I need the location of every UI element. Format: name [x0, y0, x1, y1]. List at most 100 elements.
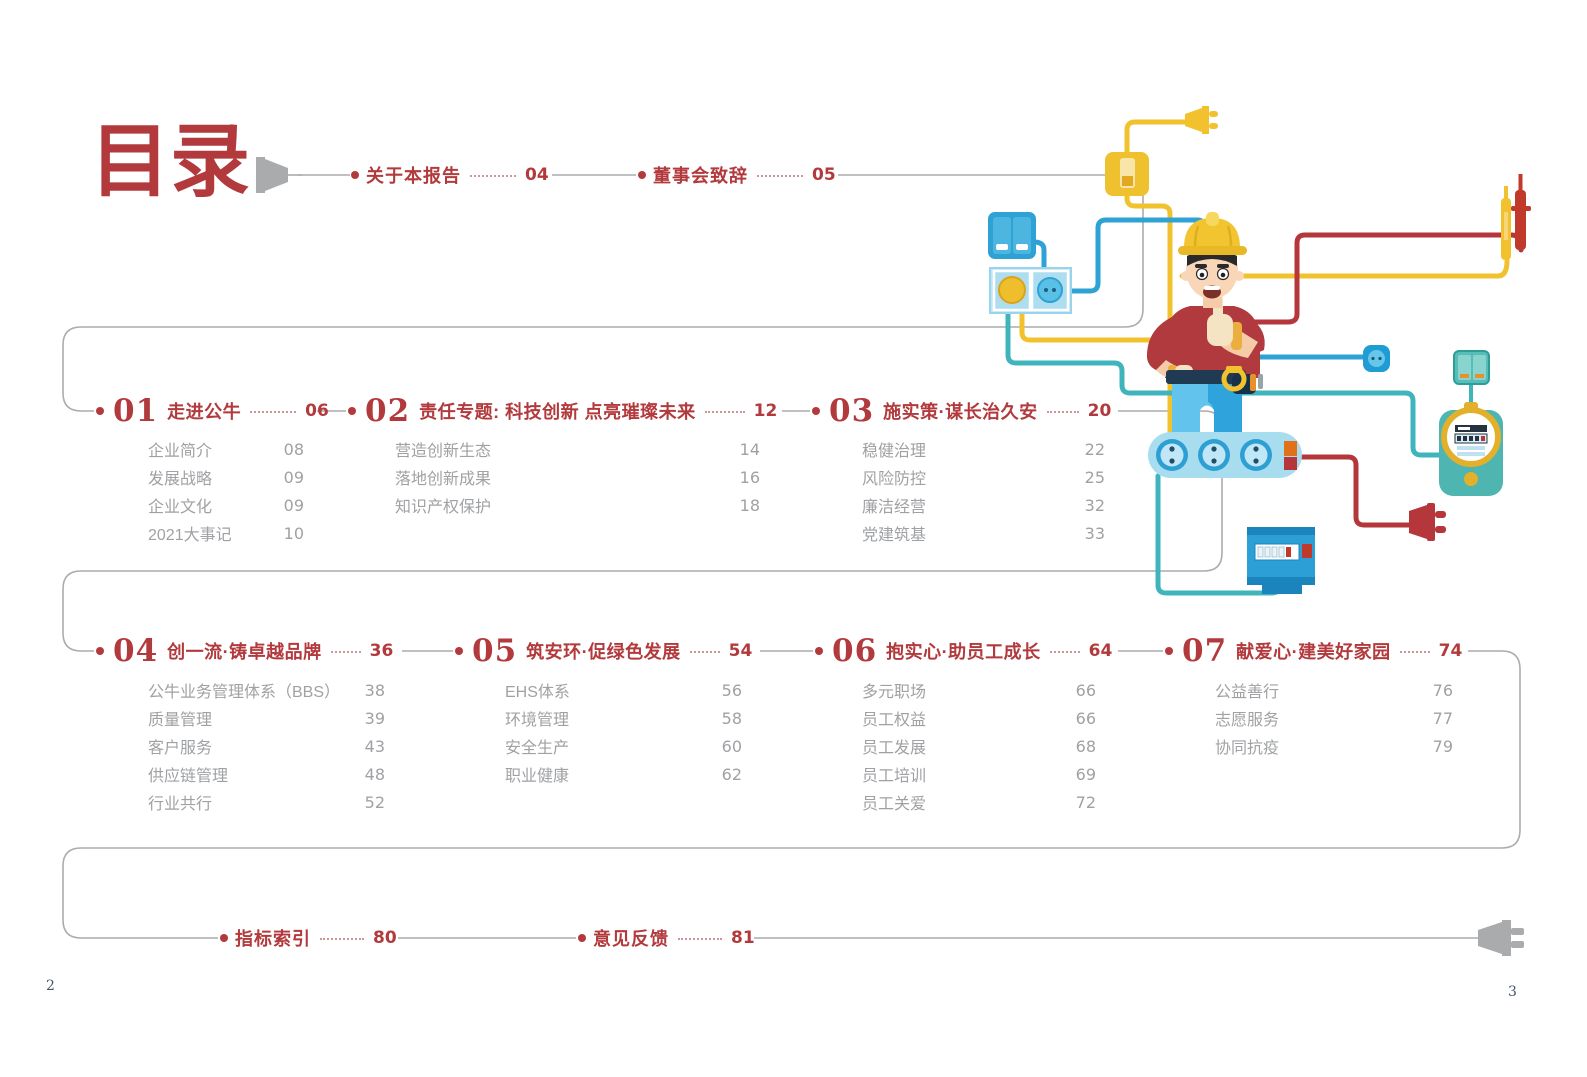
- item-page: 33: [1084, 523, 1105, 543]
- section-number: 02: [365, 393, 411, 429]
- entry-page: 05: [812, 165, 836, 185]
- item-page: 60: [721, 736, 742, 756]
- section-number: 01: [113, 393, 159, 429]
- item-label: 企业文化: [148, 499, 213, 516]
- toc-item: 廉洁经营 32: [862, 491, 1105, 519]
- section-number: 05: [472, 633, 518, 669]
- item-page: 18: [739, 495, 760, 515]
- section-page: 12: [753, 401, 778, 421]
- item-label: 多元职场: [862, 684, 927, 701]
- item-page: 09: [283, 467, 304, 487]
- item-label: 协同抗疫: [1215, 740, 1280, 757]
- leader-dots: [1399, 651, 1430, 653]
- item-page: 38: [364, 680, 385, 700]
- toc-item: 发展战略 09: [148, 463, 304, 491]
- item-page: 08: [283, 439, 304, 459]
- electrician-character: [1146, 212, 1265, 442]
- bullet-dot: [578, 934, 586, 942]
- item-label: 环境管理: [505, 712, 570, 729]
- entry-page: 81: [731, 928, 755, 948]
- toc-section-06: 06 抱实心·助员工成长 64: [815, 631, 1112, 671]
- item-page: 09: [283, 495, 304, 515]
- item-page: 32: [1084, 495, 1105, 515]
- section-page: 36: [369, 641, 394, 661]
- bullet-dot: [351, 171, 359, 179]
- bullet-dot: [815, 647, 823, 655]
- item-label: 公牛业务管理体系（BBS）: [148, 684, 341, 701]
- item-page: 39: [364, 708, 385, 728]
- item-label: 员工关爱: [862, 796, 927, 813]
- din-device-icon: [1247, 527, 1315, 594]
- section-page: 74: [1438, 641, 1463, 661]
- item-page: 14: [739, 439, 760, 459]
- entry-label: 指标索引: [235, 929, 311, 949]
- toc-item: 落地创新成果 16: [395, 463, 760, 491]
- item-label: 稳健治理: [862, 443, 927, 460]
- section-title: 献爱心·建美好家园: [1236, 642, 1391, 662]
- toc-entry-indicator-index: 指标索引 80: [220, 921, 397, 955]
- toc-item: 公牛业务管理体系（BBS） 38: [148, 676, 385, 704]
- teal-switch-icon: [1453, 350, 1490, 385]
- toc-item: 企业简介 08: [148, 435, 304, 463]
- toc-section-02: 02 责任专题: 科技创新 点亮璀璨未来 12: [348, 391, 777, 431]
- item-label: 质量管理: [148, 712, 213, 729]
- item-label: 廉洁经营: [862, 499, 927, 516]
- bullet-dot: [96, 647, 104, 655]
- entry-label: 董事会致辞: [653, 166, 748, 186]
- toc-section-01: 01 走进公牛 06: [96, 391, 329, 431]
- leader-dots: [1046, 411, 1079, 413]
- item-page: 43: [364, 736, 385, 756]
- item-page: 48: [364, 764, 385, 784]
- item-label: 发展战略: [148, 471, 213, 488]
- item-label: 职业健康: [505, 768, 570, 785]
- item-label: 知识产权保护: [395, 499, 492, 516]
- red-plug-icon: [1409, 503, 1446, 541]
- item-label: 落地创新成果: [395, 471, 492, 488]
- item-label: EHS体系: [505, 684, 570, 701]
- section-page: 06: [305, 401, 329, 421]
- item-label: 供应链管理: [148, 768, 229, 785]
- item-label: 企业简介: [148, 443, 213, 460]
- leader-dots: [689, 651, 720, 653]
- bullet-dot: [348, 407, 356, 415]
- blue-switch-icon: [988, 212, 1036, 259]
- item-label: 2021大事记: [148, 527, 232, 544]
- section-number: 07: [1182, 633, 1228, 669]
- folio-left: 2: [46, 978, 55, 994]
- leader-dots: [757, 175, 803, 177]
- toc-section-03: 03 施实策·谋长治久安 20: [812, 391, 1111, 431]
- leader-dots: [330, 651, 361, 653]
- bullet-dot: [455, 647, 463, 655]
- item-page: 72: [1075, 792, 1096, 812]
- item-label: 员工发展: [862, 740, 927, 757]
- plug-left-icon: [256, 157, 302, 193]
- toc-item: 客户服务 43: [148, 732, 385, 760]
- item-page: 16: [739, 467, 760, 487]
- item-page: 76: [1432, 680, 1453, 700]
- item-page: 77: [1432, 708, 1453, 728]
- item-label: 客户服务: [148, 740, 213, 757]
- toc-entry-board-message: 董事会致辞 05: [638, 158, 836, 192]
- item-label: 员工权益: [862, 712, 927, 729]
- item-label: 行业共行: [148, 796, 213, 813]
- test-pens-icon: [1501, 174, 1531, 260]
- toc-item: 企业文化 09: [148, 491, 304, 519]
- small-socket-icon: [1363, 345, 1390, 372]
- section-title: 走进公牛: [167, 402, 242, 422]
